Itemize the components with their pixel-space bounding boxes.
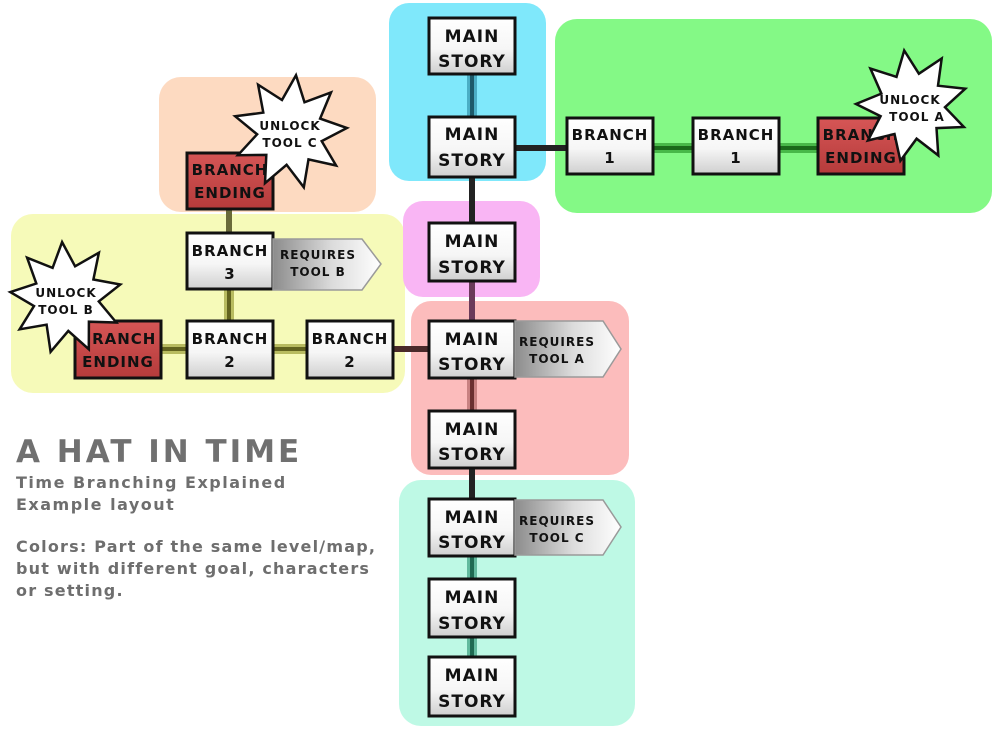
node-branch-1a-line2: 1 <box>604 149 615 167</box>
legend-note-line3: or setting. <box>16 581 124 600</box>
unlock-tool-a-line1: UNLOCK <box>879 93 940 107</box>
requires-tool-a-arrow: REQUIRES TOOL A <box>514 320 622 378</box>
node-branch-2a-line1: BRANCH <box>192 330 269 348</box>
node-branch-1b-line1: BRANCH <box>698 126 775 144</box>
node-branch-1b: BRANCH 1 <box>691 116 781 176</box>
node-ending-c-line1: BRANCH <box>192 161 269 179</box>
node-main-8-line1: MAIN <box>445 666 500 686</box>
node-main-6: MAIN STORY <box>427 497 517 558</box>
requires-tool-b-line1: REQUIRES <box>280 248 356 262</box>
unlock-tool-a-burst: UNLOCK TOOL A <box>852 47 969 164</box>
node-main-4-line2: STORY <box>438 355 506 375</box>
unlocks: UNLOCK TOOL A UNLOCK TOOL C UNLOCK TOOL … <box>7 47 969 355</box>
node-main-7: MAIN STORY <box>427 577 517 639</box>
node-branch-2b: BRANCH 2 <box>305 319 395 380</box>
node-branch-2b-line1: BRANCH <box>312 330 389 348</box>
node-main-5-line1: MAIN <box>445 420 500 440</box>
requirements: REQUIRES TOOL B REQUIRES TOOL A REQUIRES… <box>272 238 622 556</box>
unlock-tool-c-line1: UNLOCK <box>259 119 320 133</box>
node-branch-1a-line1: BRANCH <box>572 126 649 144</box>
legend-note-line2: but with different goal, characters <box>16 559 371 578</box>
legend-subtitle-line1: Time Branching Explained <box>16 473 287 492</box>
node-main-2-line1: MAIN <box>445 125 500 145</box>
node-main-1: MAIN STORY <box>427 16 517 76</box>
node-main-5: MAIN STORY <box>427 409 517 470</box>
node-ending-b-line2: ENDING <box>82 353 154 371</box>
requires-tool-c-arrow: REQUIRES TOOL C <box>514 499 622 556</box>
unlock-tool-a-line2: TOOL A <box>889 110 945 124</box>
node-main-7-line1: MAIN <box>445 588 500 608</box>
node-main-5-line2: STORY <box>438 445 506 465</box>
requires-tool-b-arrow: REQUIRES TOOL B <box>272 238 382 291</box>
node-main-8: MAIN STORY <box>427 655 517 718</box>
node-main-1-line1: MAIN <box>445 27 500 47</box>
node-branch-3-line2: 3 <box>224 265 235 283</box>
node-branch-2a: BRANCH 2 <box>185 319 275 380</box>
node-ending-c: BRANCH ENDING <box>185 151 275 211</box>
legend-subtitle: Time Branching Explained Example layout <box>16 472 287 516</box>
node-main-2: MAIN STORY <box>427 115 517 179</box>
node-branch-2a-line2: 2 <box>224 353 235 371</box>
unlock-tool-c-burst: UNLOCK TOOL C <box>232 72 351 191</box>
legend-subtitle-line2: Example layout <box>16 495 176 514</box>
node-branch-3-line1: BRANCH <box>192 242 269 260</box>
node-main-3: MAIN STORY <box>427 221 517 283</box>
legend-title: A HAT IN TIME <box>16 434 303 470</box>
node-main-7-line2: STORY <box>438 614 506 634</box>
nodes: MAIN STORY MAIN STORY MAIN STORY MAIN ST… <box>73 16 906 718</box>
legend-note: Colors: Part of the same level/map, but … <box>16 536 376 602</box>
unlock-tool-c-line2: TOOL C <box>262 136 317 150</box>
node-main-6-line2: STORY <box>438 533 506 553</box>
unlock-tool-b-line1: UNLOCK <box>35 286 96 300</box>
node-branch-2b-line2: 2 <box>344 353 355 371</box>
node-branch-1a: BRANCH 1 <box>565 116 655 176</box>
node-main-2-line2: STORY <box>438 151 506 171</box>
node-main-3-line1: MAIN <box>445 232 500 252</box>
node-branch-3: BRANCH 3 <box>185 231 275 291</box>
node-ending-b-line1: BRANCH <box>80 330 157 348</box>
node-main-1-line2: STORY <box>438 52 506 72</box>
requires-tool-a-line2: TOOL A <box>529 352 585 366</box>
unlock-tool-b-line2: TOOL B <box>38 303 94 317</box>
node-branch-1b-line2: 1 <box>730 149 741 167</box>
requires-tool-a-line1: REQUIRES <box>519 335 595 349</box>
node-ending-a-line2: ENDING <box>825 149 897 167</box>
requires-tool-c-line1: REQUIRES <box>519 514 595 528</box>
unlock-tool-b-burst: UNLOCK TOOL B <box>7 239 124 355</box>
node-main-3-line2: STORY <box>438 258 506 278</box>
node-main-4: MAIN STORY <box>427 319 517 380</box>
requires-tool-b-line2: TOOL B <box>290 265 346 279</box>
node-main-8-line2: STORY <box>438 692 506 712</box>
node-main-4-line1: MAIN <box>445 330 500 350</box>
requires-tool-c-line2: TOOL C <box>529 531 584 545</box>
legend-note-line1: Colors: Part of the same level/map, <box>16 537 377 556</box>
node-main-6-line1: MAIN <box>445 508 500 528</box>
node-ending-c-line2: ENDING <box>194 184 266 202</box>
